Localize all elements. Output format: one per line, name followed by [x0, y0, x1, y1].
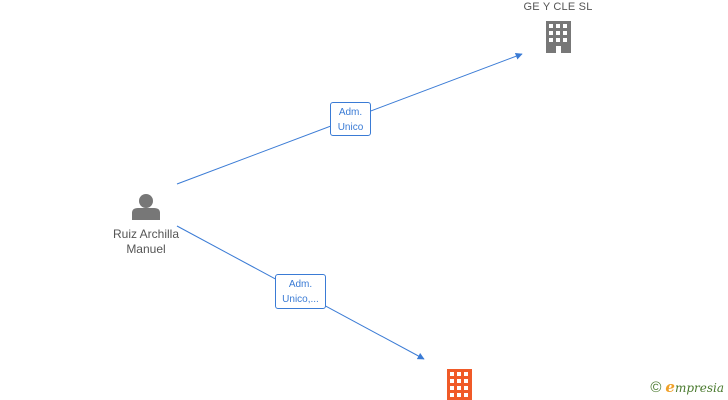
edge-label-company-1[interactable]: Adm. Unico,... — [275, 274, 326, 309]
edge-label-line1: Adm. — [338, 107, 363, 118]
empresia-logo-initial: e — [665, 378, 675, 396]
edge-label-line1: Adm. — [288, 279, 313, 290]
empresia-logo-rest: mpresia — [674, 381, 724, 395]
person-icon[interactable] — [132, 194, 160, 220]
building-icon[interactable] — [447, 369, 472, 400]
person-name-line1: Ruiz Archilla — [112, 227, 180, 241]
person-label[interactable]: Ruiz Archilla Manuel — [96, 227, 196, 257]
empresia-logo: empresia — [665, 378, 724, 396]
copyright-symbol: © — [650, 378, 662, 396]
empresia-watermark: © empresia — [650, 378, 724, 396]
edge-label-company-0[interactable]: Adm. Unico — [330, 102, 371, 136]
edge-label-line2: Unico,... — [282, 294, 319, 305]
building-icon[interactable] — [546, 21, 571, 53]
person-name-line2: Manuel — [126, 242, 166, 256]
company-label[interactable]: GE Y CLE SL — [523, 1, 593, 13]
edge-label-line2: Unico — [337, 122, 364, 133]
